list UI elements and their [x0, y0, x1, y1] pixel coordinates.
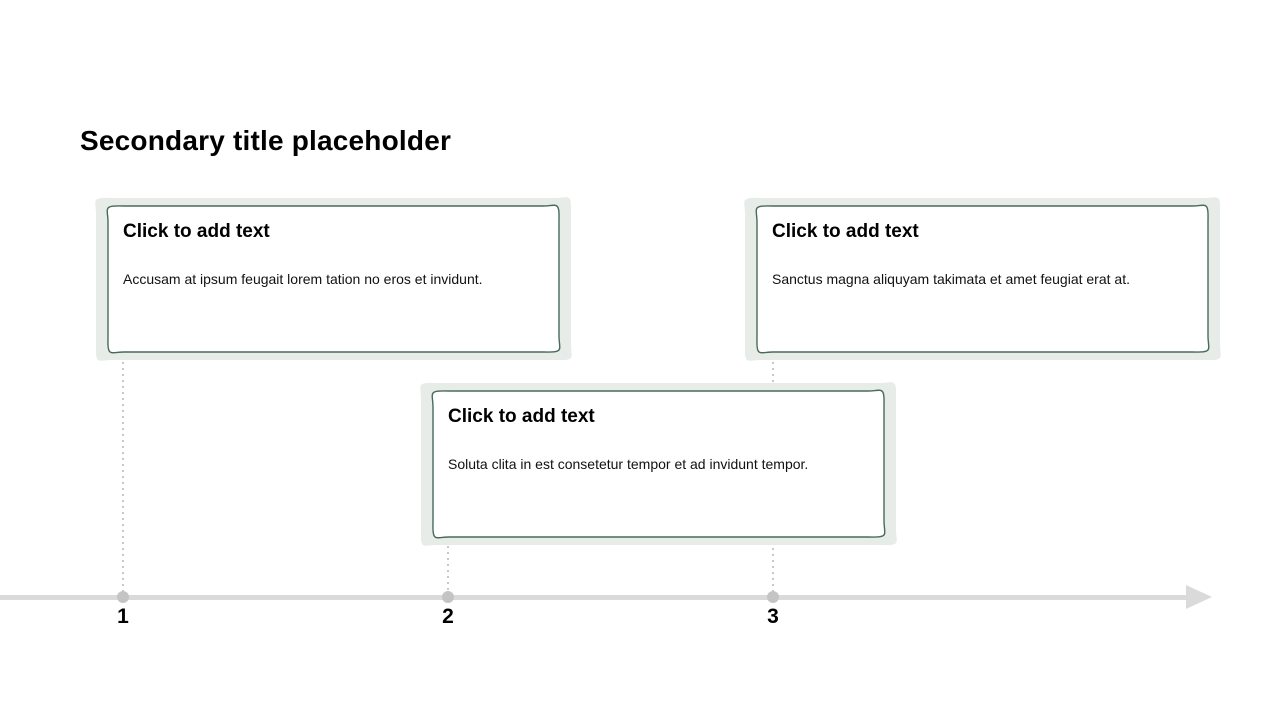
- card-frame: [744, 197, 1221, 361]
- card-body-text[interactable]: Accusam at ipsum feugait lorem tation no…: [123, 271, 483, 287]
- right-arrowhead-icon: [1186, 585, 1212, 609]
- card-body-text[interactable]: Sanctus magna aliquyam takimata et amet …: [772, 271, 1130, 287]
- timeline-dot-3: [767, 591, 779, 603]
- card-frame: [95, 197, 572, 361]
- timeline-dot-2: [442, 591, 454, 603]
- card-frame: [420, 382, 897, 546]
- card-title-placeholder[interactable]: Click to add text: [448, 406, 595, 427]
- card-body-text[interactable]: Soluta clita in est consetetur tempor et…: [448, 456, 809, 472]
- timeline-card-1[interactable]: Click to add text Accusam at ipsum feuga…: [95, 197, 572, 361]
- timeline-dot-1: [117, 591, 129, 603]
- card-frame-border: [431, 389, 886, 539]
- timeline-marker-label-1: 1: [117, 605, 129, 628]
- timeline-card-2[interactable]: Click to add text Soluta clita in est co…: [420, 382, 897, 546]
- slide-title[interactable]: Secondary title placeholder: [80, 125, 452, 156]
- card-frame-border: [106, 204, 561, 354]
- connector-line-2: [447, 540, 449, 592]
- card-title-placeholder[interactable]: Click to add text: [772, 221, 919, 242]
- timeline-axis: [0, 595, 1187, 600]
- connector-line-1: [122, 356, 124, 592]
- timeline-marker-label-2: 2: [442, 605, 454, 628]
- card-title-placeholder[interactable]: Click to add text: [123, 221, 270, 242]
- timeline-card-3[interactable]: Click to add text Sanctus magna aliquyam…: [744, 197, 1221, 361]
- card-frame-border: [755, 204, 1210, 354]
- timeline-marker-label-3: 3: [767, 605, 779, 628]
